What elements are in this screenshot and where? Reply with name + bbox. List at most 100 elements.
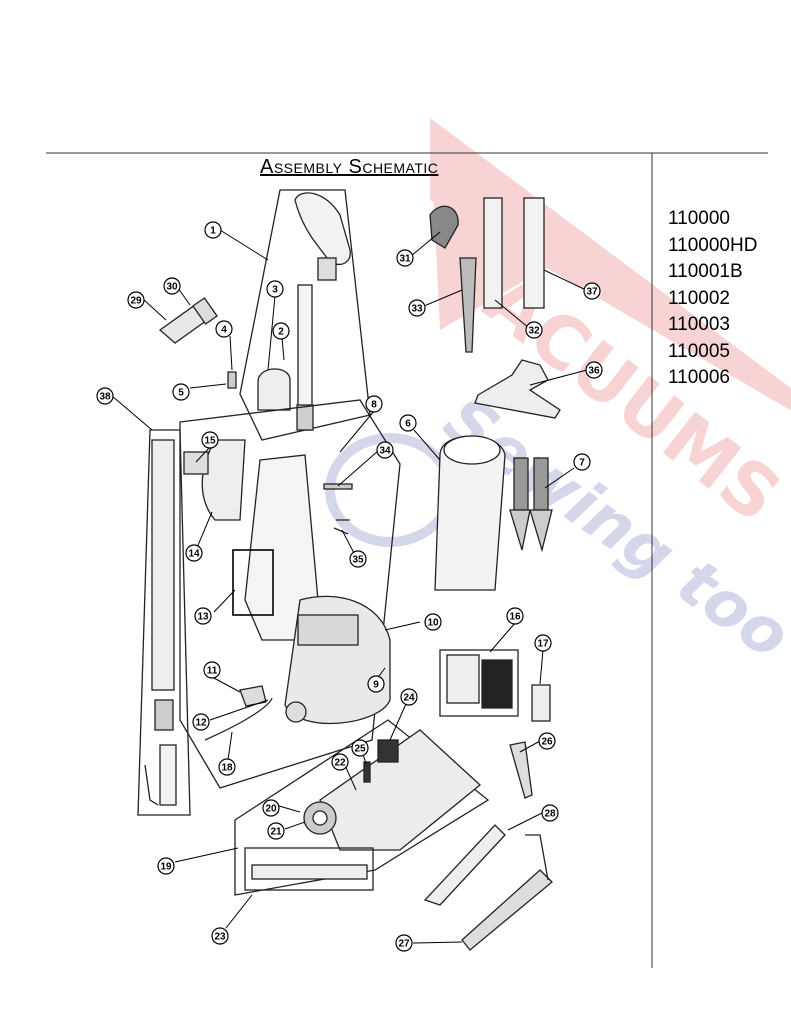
callout-label: 5 [178, 388, 184, 399]
callout-3: 3 [266, 280, 284, 298]
callout-label: 23 [214, 932, 226, 943]
callout-25: 25 [351, 739, 369, 757]
pad-17 [531, 684, 551, 722]
callout-circle [399, 414, 417, 432]
callout-circle [163, 277, 181, 295]
callout-11: 11 [203, 661, 221, 679]
callout-35: 35 [349, 550, 367, 568]
filter-a [513, 457, 529, 511]
callout-1: 1 [204, 221, 222, 239]
callout-circle [525, 321, 543, 339]
callout-label: 29 [130, 296, 142, 307]
callout-36: 36 [585, 361, 603, 379]
wheel-hub [312, 810, 328, 826]
model-number: 110005 [668, 340, 730, 362]
callout-label: 10 [427, 618, 439, 629]
body-wheel [285, 701, 307, 723]
callout-22: 22 [331, 753, 349, 771]
agitator-28 [423, 824, 506, 906]
callout-label: 21 [270, 827, 282, 838]
callout-label: 22 [334, 758, 346, 769]
model-number-list: 110000 110000HD 110001B 110002 110003 11… [668, 206, 757, 392]
callout-label: 3 [272, 285, 278, 296]
callout-32: 32 [525, 321, 543, 339]
crevice-tool-long [459, 257, 477, 353]
callout-circle [201, 431, 219, 449]
callout-circle [541, 804, 559, 822]
watermark-red-arrow [430, 118, 791, 410]
callout-circle [534, 634, 552, 652]
callout-circle [585, 361, 603, 379]
callout-label: 11 [207, 666, 218, 677]
filter-cone-b [529, 509, 553, 553]
callout-circle [172, 383, 190, 401]
pedal-24 [377, 739, 399, 763]
callout-circle [400, 688, 418, 706]
part-25 [363, 761, 371, 783]
callout-37: 37 [583, 282, 601, 300]
clips-35 [333, 519, 350, 535]
callout-circle [194, 607, 212, 625]
callout-circle [192, 713, 210, 731]
callout-label: 24 [403, 693, 415, 704]
callout-28: 28 [541, 804, 559, 822]
side-cover [201, 439, 246, 521]
callout-label: 35 [352, 555, 364, 566]
callout-circle [396, 249, 414, 267]
belt-28 [525, 834, 549, 881]
callout-26: 26 [538, 732, 556, 750]
filter-lid [297, 614, 359, 646]
callout-19: 19 [157, 857, 175, 875]
callout-label: 16 [509, 612, 521, 623]
callout-9: 9 [367, 675, 385, 693]
callout-label: 34 [379, 446, 391, 457]
callout-label: 30 [166, 282, 178, 293]
callout-circle [185, 544, 203, 562]
callout-circle [573, 453, 591, 471]
callout-circle [218, 758, 236, 776]
callout-23: 23 [211, 927, 229, 945]
model-number: 110000 [668, 208, 730, 229]
callout-6: 6 [399, 414, 417, 432]
model-number: 110006 [668, 367, 730, 388]
callout-label: 18 [221, 763, 233, 774]
callout-12: 12 [192, 713, 210, 731]
callout-label: 20 [265, 804, 277, 815]
hose [151, 439, 175, 691]
callout-label: 9 [373, 680, 379, 691]
callout-layer: 1234567891011121314151617181920212223242… [96, 221, 603, 952]
callout-10: 10 [424, 613, 442, 631]
callout-circle [266, 280, 284, 298]
base-group-box [234, 719, 490, 896]
bottom-plate-27 [461, 869, 553, 951]
callout-circle [204, 221, 222, 239]
callout-circle [408, 299, 426, 317]
filter-b [533, 457, 549, 511]
callout-27: 27 [395, 934, 413, 952]
handle-group-box [239, 189, 371, 441]
main-body-box [179, 399, 401, 789]
callout-34: 34 [376, 441, 394, 459]
page-title: Assembly Schematic [260, 156, 439, 178]
callout-14: 14 [185, 544, 203, 562]
callout-circle [376, 441, 394, 459]
callout-label: 31 [399, 254, 411, 265]
handle-grip [294, 192, 351, 265]
callout-circle [331, 753, 349, 771]
callout-label: 26 [541, 737, 553, 748]
callout-label: 7 [579, 458, 585, 469]
callout-21: 21 [267, 822, 285, 840]
hose-box [137, 429, 191, 816]
callout-circle [203, 661, 221, 679]
callout-17: 17 [534, 634, 552, 652]
callout-label: 32 [528, 326, 540, 337]
callout-circle [538, 732, 556, 750]
callout-circle [583, 282, 601, 300]
callout-label: 27 [398, 939, 410, 950]
callout-label: 13 [197, 612, 209, 623]
callout-circle [267, 822, 285, 840]
callout-circle [351, 739, 369, 757]
callout-5: 5 [172, 383, 190, 401]
callout-label: 19 [160, 862, 172, 873]
